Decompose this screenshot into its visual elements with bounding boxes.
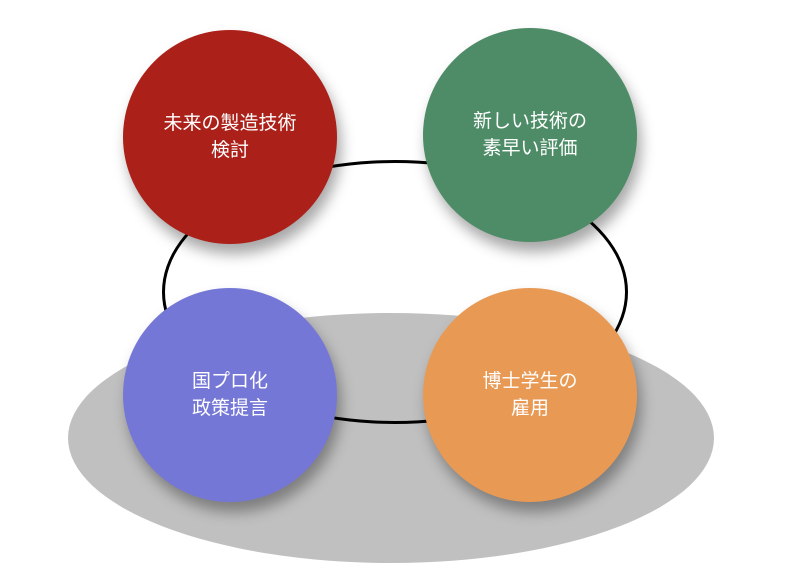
node-label-line: 政策提言 <box>191 397 268 419</box>
node-label-line: 博士学生の <box>482 370 578 392</box>
node-label-line: 検討 <box>210 139 249 161</box>
node-label-line: 素早い評価 <box>482 137 578 159</box>
node-label-line: 新しい技術の <box>472 110 587 132</box>
node-label-line: 未来の製造技術 <box>163 112 297 134</box>
node-national-project-policy: 国プロ化 政策提言 <box>123 288 337 502</box>
node-label-line: 国プロ化 <box>191 370 268 392</box>
connecting-ring <box>162 160 628 424</box>
node-label-line: 雇用 <box>510 397 549 419</box>
node-future-manufacturing: 未来の製造技術 検討 <box>123 30 337 244</box>
node-phd-employment: 博士学生の 雇用 <box>423 288 637 502</box>
node-new-tech-evaluation: 新しい技術の 素早い評価 <box>423 28 637 242</box>
